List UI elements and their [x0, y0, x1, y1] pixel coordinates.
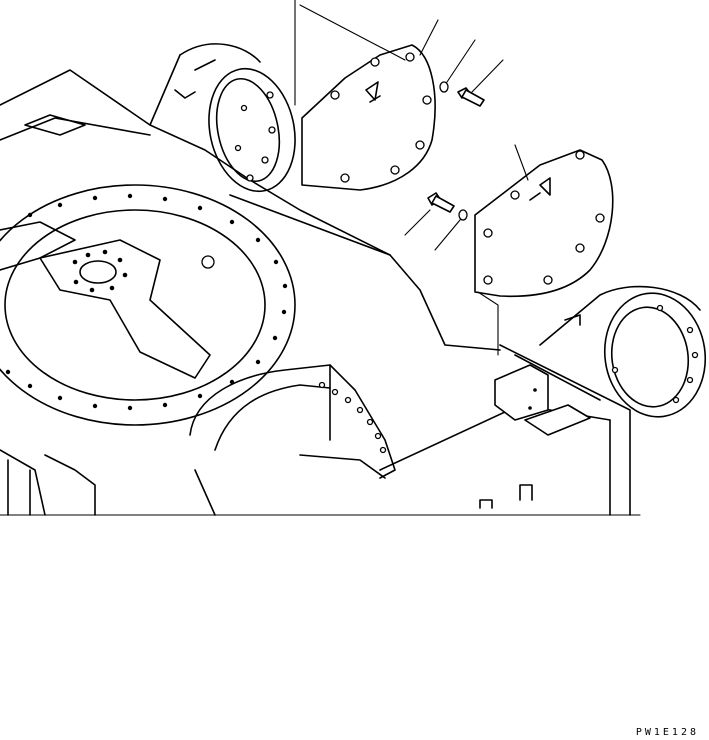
rear-cover	[302, 45, 435, 190]
bracket-plates	[495, 365, 590, 435]
leader-line-rear-bolt	[472, 60, 503, 92]
assembly-guide-lines	[295, 0, 498, 355]
front-washer	[459, 210, 467, 220]
leader-line-rear-washer	[447, 40, 475, 82]
front-mount-cylinder	[540, 287, 709, 424]
ring-bolt-holes	[5, 193, 288, 411]
frame-cutout	[190, 365, 395, 515]
leader-line-front-cover	[515, 145, 528, 180]
drawing-code: PW1E128	[635, 727, 699, 738]
rear-mount-cylinder	[25, 44, 306, 199]
leader-line-front-bolt	[405, 210, 430, 235]
rear-washer	[440, 82, 448, 92]
swing-circle-ring	[0, 185, 295, 425]
front-bolt	[428, 193, 454, 212]
frame-body	[0, 70, 640, 515]
leader-line-front-washer	[435, 220, 460, 250]
leader-lines	[405, 20, 528, 250]
leader-line-rear-cover	[420, 20, 438, 55]
rear-bolt	[458, 88, 484, 106]
front-cover	[475, 150, 613, 296]
